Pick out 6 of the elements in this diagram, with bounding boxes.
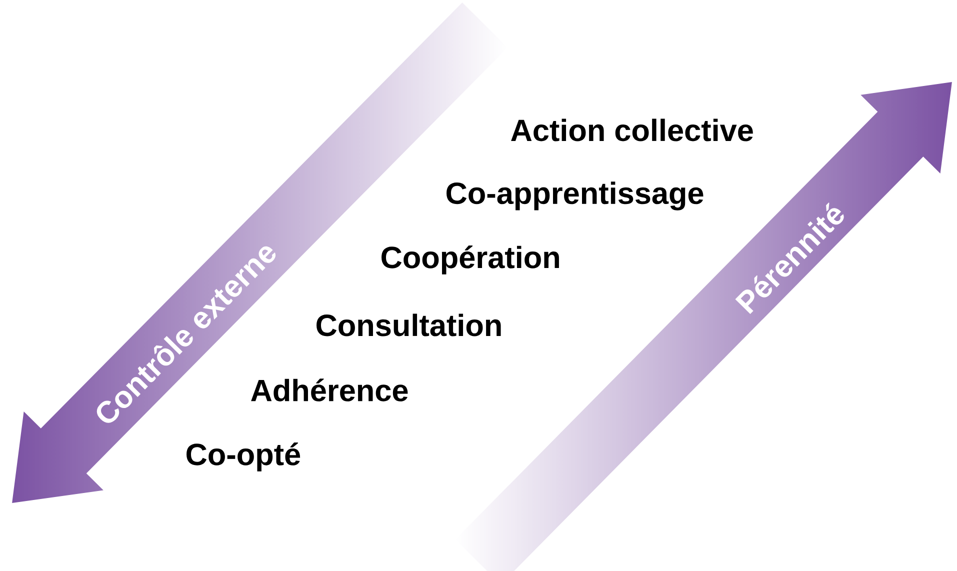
step-label: Co-opté: [186, 442, 300, 472]
step-label: Action collective: [511, 118, 753, 142]
step-label: Coopération: [382, 246, 559, 274]
step-label: Co-apprentissage: [446, 182, 704, 210]
step-label: Consultation: [316, 314, 501, 336]
step-label: Adhérence: [251, 378, 408, 402]
